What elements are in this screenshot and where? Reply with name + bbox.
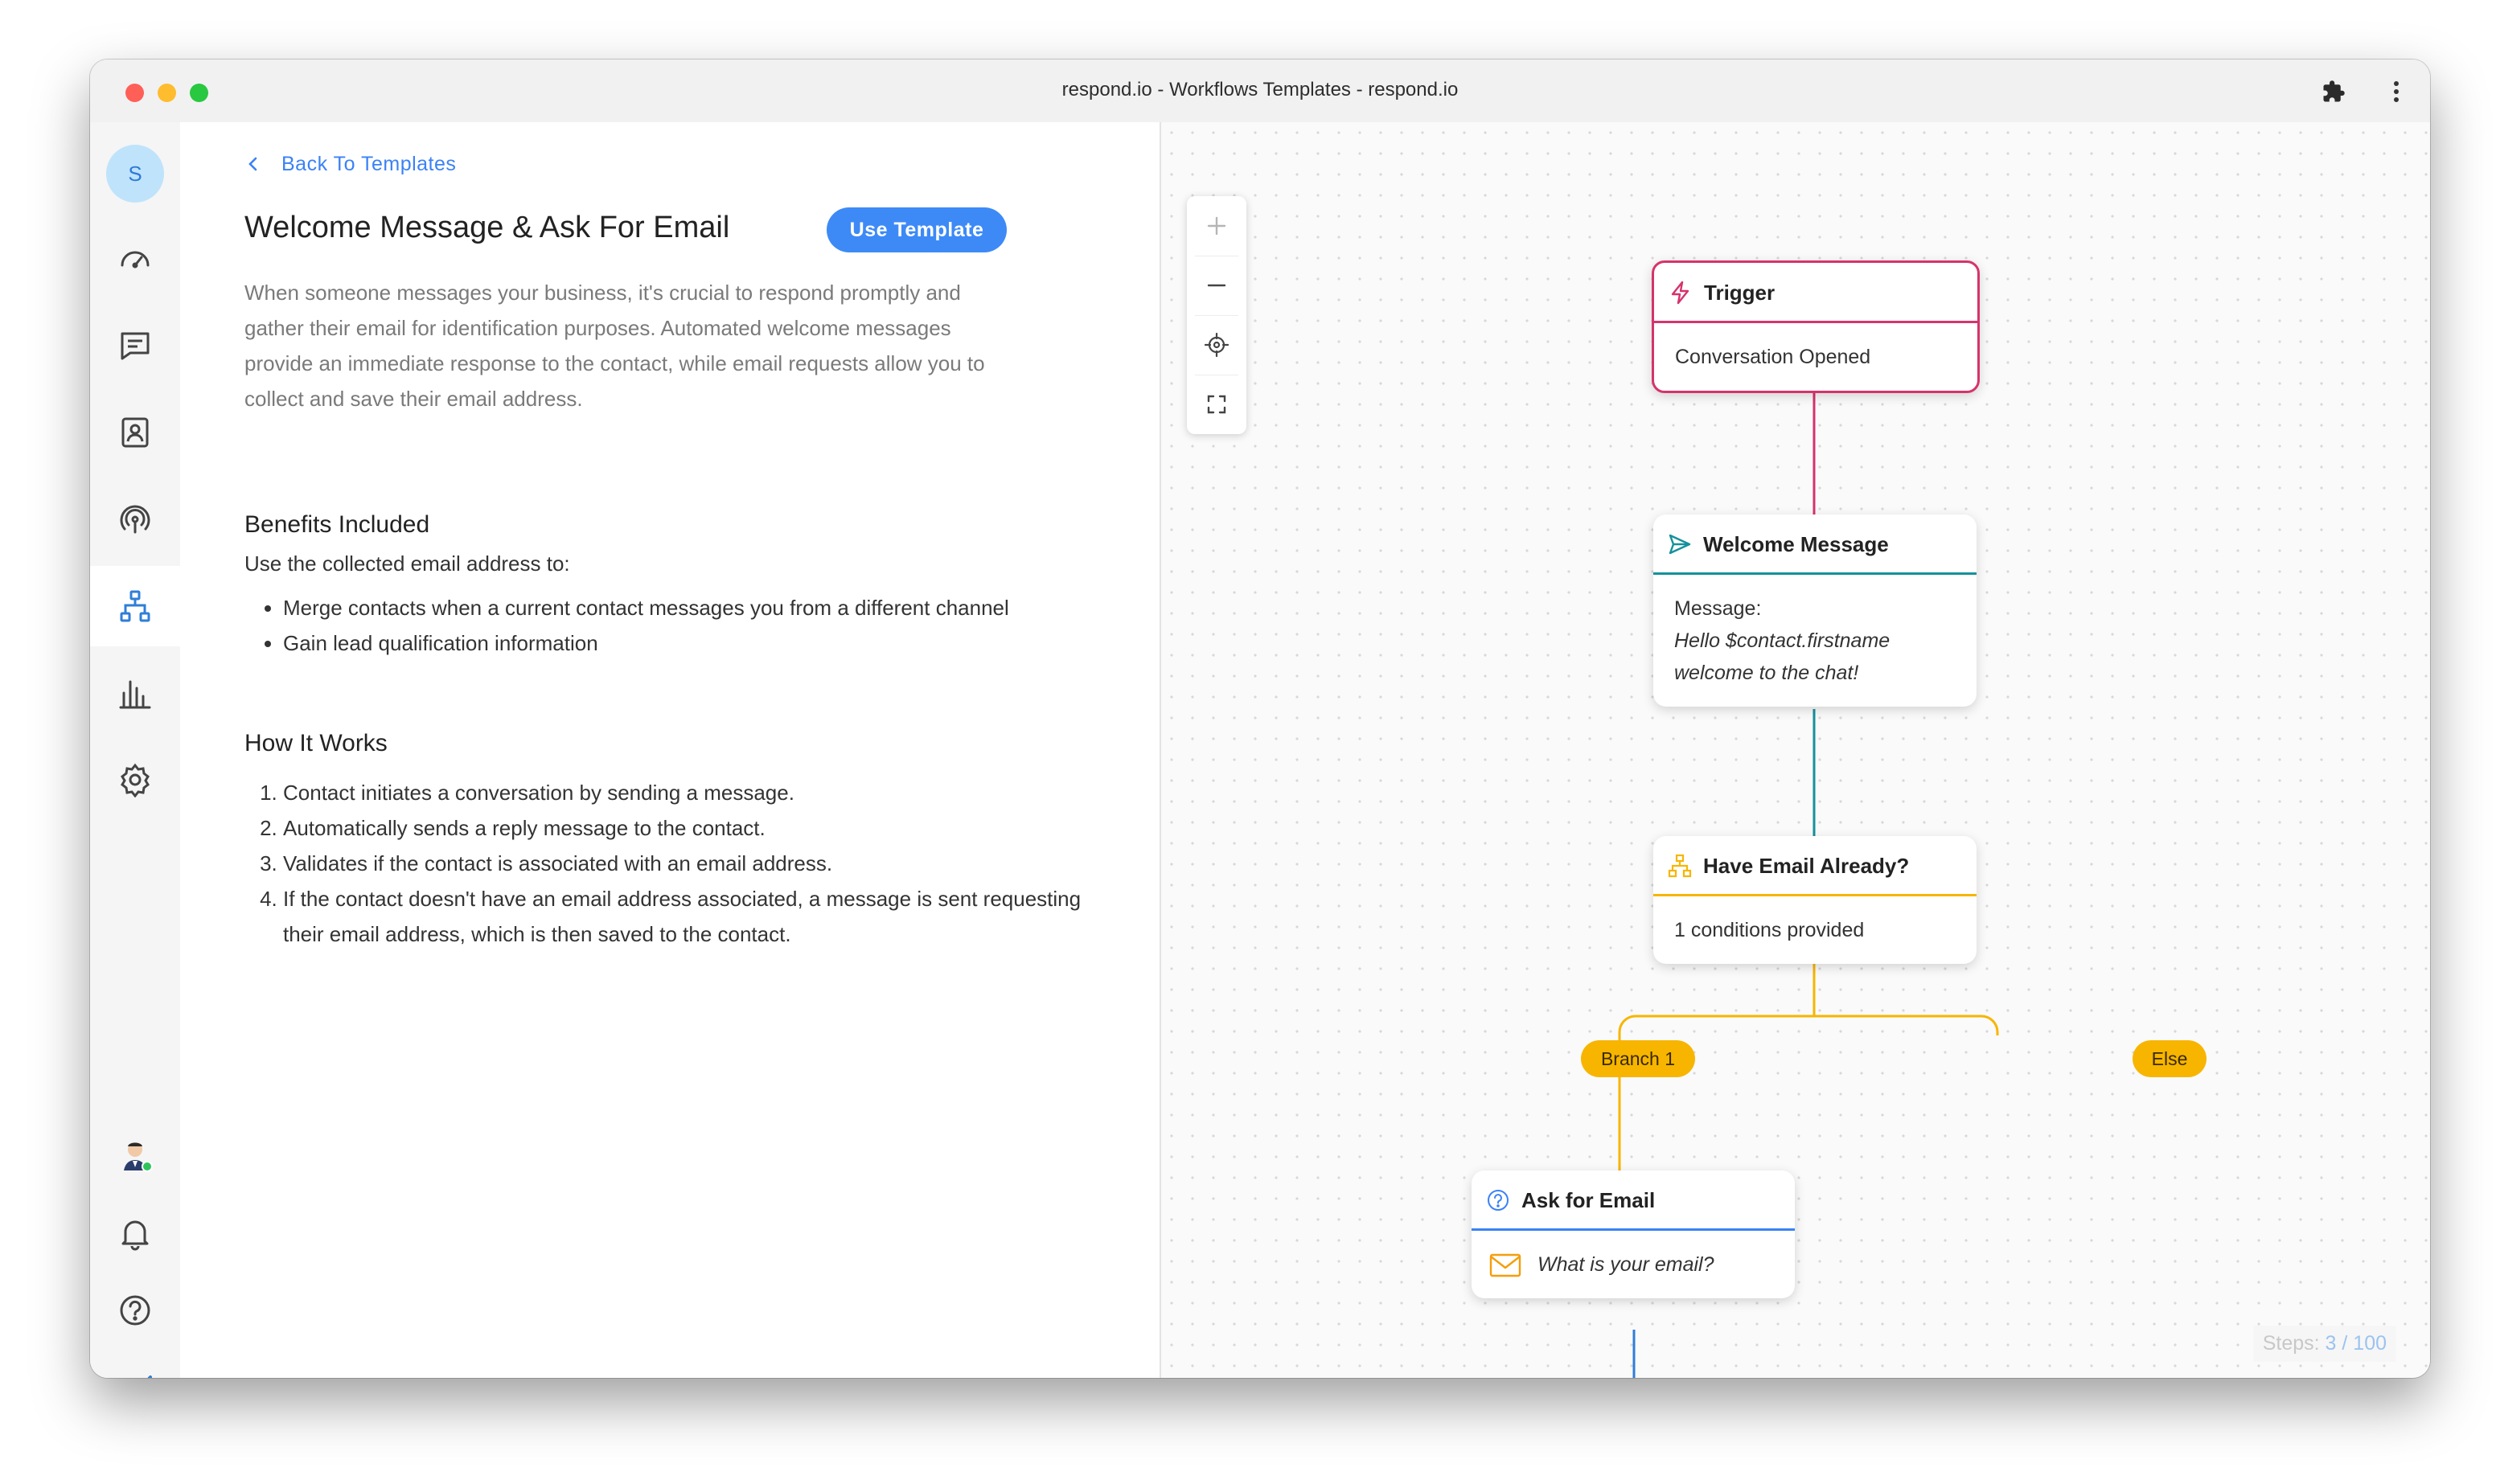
nav-respond-logo[interactable] [90,1347,180,1378]
ask-question-text: What is your email? [1537,1253,1714,1276]
trigger-node-header: Trigger [1654,263,1977,323]
more-menu-icon[interactable] [2380,76,2412,108]
contacts-icon [121,417,149,448]
back-link-label: Back To Templates [281,153,457,175]
workflow-connectors [1618,391,1999,1378]
dashboard-gauge-icon [121,251,150,269]
benefit-item: Gain lead qualification information [283,625,1087,661]
branch-icon [1668,854,1692,878]
condition-node[interactable]: Have Email Already? 1 conditions provide… [1653,836,1977,964]
zoom-controls [1187,196,1246,434]
welcome-node-title: Welcome Message [1703,532,1889,556]
nav-settings[interactable] [90,740,180,820]
window-title: respond.io - Workflows Templates - respo… [1061,79,1459,100]
user-avatar-icon [124,1142,153,1172]
condition-node-title: Have Email Already? [1703,854,1910,878]
fit-view-button[interactable] [1187,375,1246,434]
nav-help[interactable] [90,1270,180,1351]
help-icon [120,1295,150,1326]
welcome-message-node[interactable]: Welcome Message Message: Hello $contact.… [1653,514,1977,707]
condition-node-body: 1 conditions provided [1674,919,1865,941]
bell-icon [121,1220,149,1251]
benefit-item: Merge contacts when a current contact me… [283,590,1087,625]
nav-reports[interactable] [90,653,180,733]
step-item: Automatically sends a reply message to t… [283,810,1087,846]
benefits-heading: Benefits Included [244,511,430,538]
nav-dashboard[interactable] [90,219,180,299]
ask-node-title: Ask for Email [1521,1188,1656,1212]
template-description: When someone messages your business, it'… [244,281,985,411]
welcome-node-header: Welcome Message [1653,514,1977,575]
crosshair-icon [1205,333,1229,357]
nav-rail: S [90,122,181,1378]
steps-counter: Steps: 3 / 100 [2252,1326,2396,1362]
nav-broadcasts[interactable] [90,479,180,560]
zoom-out-button[interactable] [1187,256,1246,315]
question-icon [1488,1190,1509,1211]
reports-icon [119,680,151,709]
maximize-window-button[interactable] [190,84,208,102]
step-item: Validates if the contact is associated w… [283,846,1087,881]
benefits-intro: Use the collected email address to: [244,551,570,576]
use-template-button[interactable]: Use Template [827,207,1007,252]
nav-profile[interactable] [90,1114,180,1195]
message-label: Message: [1674,597,1762,620]
minus-icon [1207,284,1226,287]
nav-workflows[interactable] [90,566,180,646]
workflow-canvas[interactable]: Trigger Conversation Opened Welcome Mess… [1161,122,2430,1378]
step-item: Contact initiates a conversation by send… [283,775,1087,810]
respond-logo-icon [147,1375,152,1378]
how-it-works-steps: Contact initiates a conversation by send… [244,775,1087,952]
nav-messages[interactable] [90,305,180,386]
fullscreen-icon [1207,395,1226,414]
settings-gear-icon [121,763,150,797]
lightning-icon [1671,281,1689,305]
how-it-works-heading: How It Works [244,730,388,756]
nav-contacts[interactable] [90,392,180,473]
nav-notifications[interactable] [90,1193,180,1273]
zoom-in-button[interactable] [1187,196,1246,256]
send-icon [1669,534,1691,555]
ask-node-header: Ask for Email [1472,1170,1795,1231]
browser-window: respond.io - Workflows Templates - respo… [90,59,2430,1378]
ask-node-body: What is your email? [1472,1231,1795,1298]
close-window-button[interactable] [125,84,144,102]
trigger-node-title: Trigger [1704,281,1776,305]
condition-node-header: Have Email Already? [1653,836,1977,896]
mail-icon [1489,1253,1521,1277]
branch-1-label[interactable]: Branch 1 [1581,1040,1695,1077]
extensions-puzzle-icon[interactable] [2317,76,2350,108]
center-view-button[interactable] [1187,315,1246,375]
trigger-node[interactable]: Trigger Conversation Opened [1652,260,1980,393]
workspace-avatar[interactable]: S [106,145,164,203]
message-text-line: welcome to the chat! [1674,662,1859,684]
steps-label: Steps: [2262,1332,2320,1355]
minimize-window-button[interactable] [158,84,176,102]
chevron-left-icon [248,157,257,171]
trigger-node-body: Conversation Opened [1675,346,1871,368]
plus-icon [1207,216,1226,236]
welcome-node-body: Message: Hello $contact.firstname welcom… [1653,575,1977,707]
template-details-panel: Back To Templates Welcome Message & Ask … [180,122,1161,1378]
template-title: Welcome Message & Ask For Email [244,211,730,244]
steps-value: 3 / 100 [2325,1332,2387,1355]
broadcast-icon [120,505,150,534]
else-branch-label[interactable]: Else [2133,1040,2207,1077]
step-item: If the contact doesn't have an email add… [283,881,1087,952]
title-bar: respond.io - Workflows Templates - respo… [90,59,2430,123]
message-text-line: Hello $contact.firstname [1674,629,1890,652]
messages-icon [121,332,150,360]
benefits-list: Merge contacts when a current contact me… [244,590,1087,661]
ask-for-email-node[interactable]: Ask for Email What is your email? [1472,1170,1795,1298]
workflows-icon [120,590,150,622]
